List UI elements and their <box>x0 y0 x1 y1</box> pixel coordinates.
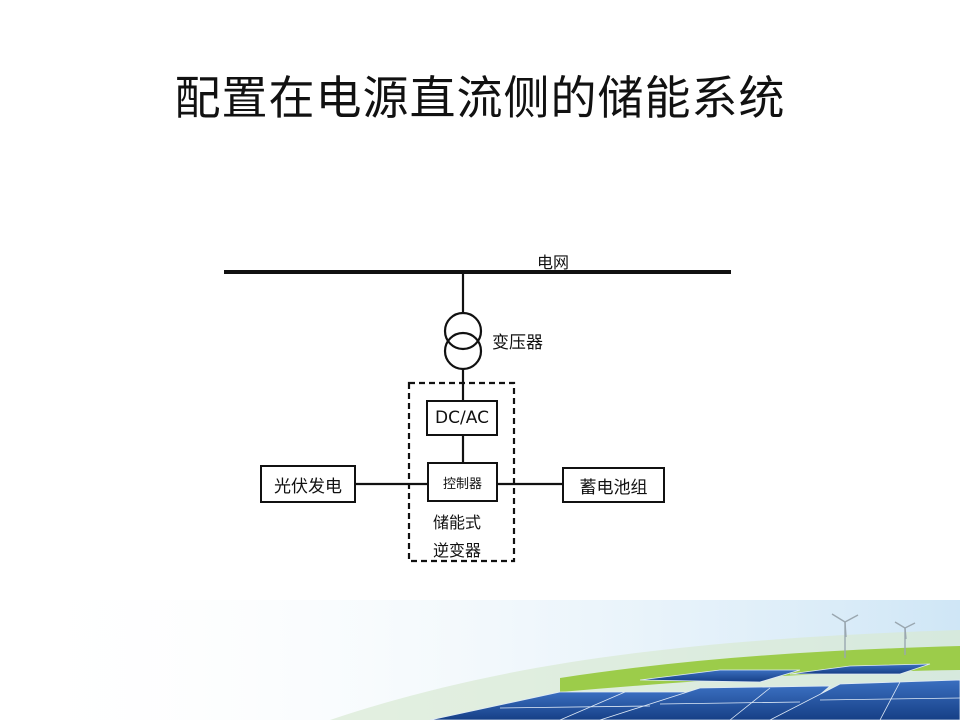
controller-label: 控制器 <box>443 473 482 492</box>
controller-box: 控制器 <box>427 462 498 502</box>
inverter-label-line2: 逆变器 <box>433 537 481 561</box>
battery-label: 蓄电池组 <box>580 473 648 498</box>
transformer-label: 变压器 <box>492 328 543 353</box>
battery-box: 蓄电池组 <box>562 467 665 503</box>
converter-label: DC/AC <box>435 408 489 428</box>
grid-label: 电网 <box>537 249 569 273</box>
transformer-coil-top <box>445 313 481 349</box>
inverter-label-line1: 储能式 <box>433 509 481 533</box>
transformer-coil-bottom <box>445 333 481 369</box>
solar-banner-image <box>0 600 960 720</box>
pv-label: 光伏发电 <box>274 472 342 497</box>
converter-box: DC/AC <box>426 400 498 436</box>
pv-box: 光伏发电 <box>260 465 356 503</box>
